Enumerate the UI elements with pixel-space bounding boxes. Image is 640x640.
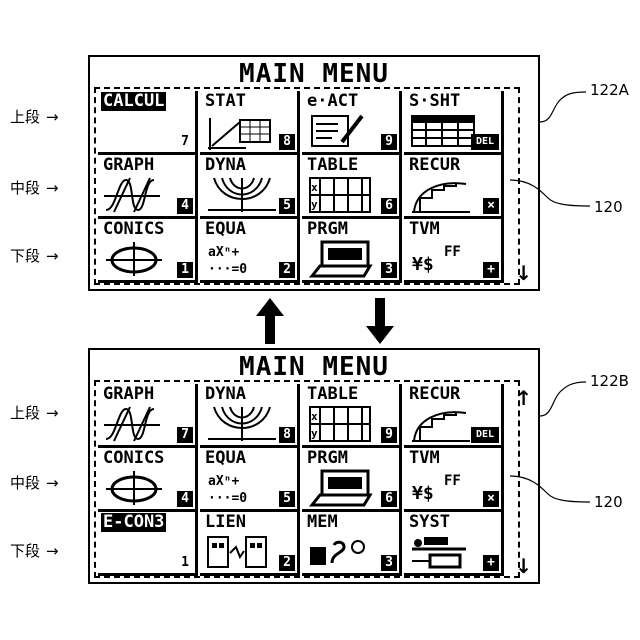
reference-label-122b: 122B [590, 372, 629, 390]
reference-label-120-b: 120 [594, 493, 623, 511]
reference-label-120-a: 120 [594, 198, 623, 216]
reference-label-122a: 122A [590, 81, 629, 99]
